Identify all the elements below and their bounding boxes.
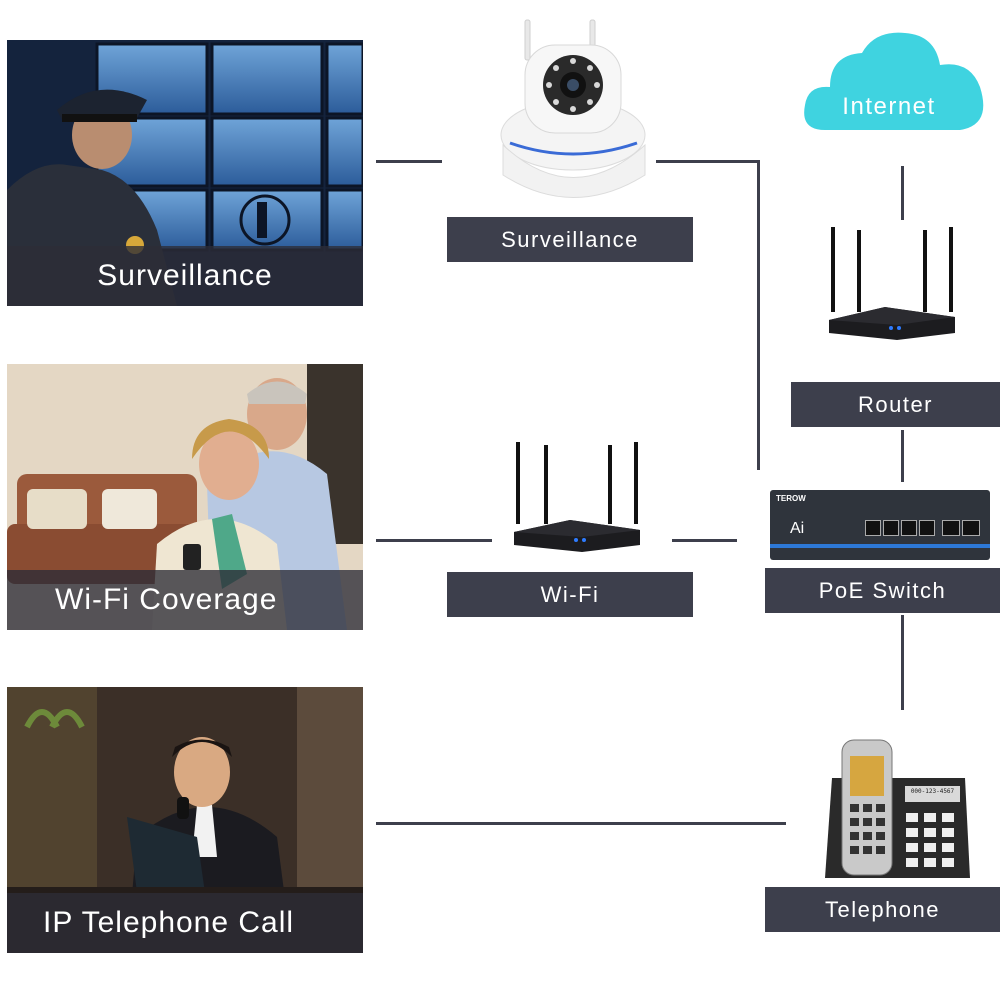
poe-switch: TEROW Ai xyxy=(770,490,990,560)
line-camera-to-switch-v xyxy=(757,160,760,470)
telephone-label: Telephone xyxy=(765,887,1000,932)
camera-label-text: Surveillance xyxy=(501,226,639,252)
line-internet-to-router xyxy=(901,166,904,220)
telephone-photo-caption: IP Telephone Call xyxy=(7,893,363,953)
telephone-photo-caption-text: IP Telephone Call xyxy=(43,906,295,939)
internet-label: Internet xyxy=(842,93,936,120)
switch-blue-stripe xyxy=(770,544,990,548)
router-icon xyxy=(829,227,955,340)
switch-port-1 xyxy=(865,520,881,536)
wifi-router xyxy=(510,440,645,555)
switch-uplink-port-2 xyxy=(962,520,980,536)
wifi-coverage-photo: Wi-Fi Coverage xyxy=(7,364,363,630)
telephone-icon xyxy=(825,739,970,878)
line-wifi-router-to-switch xyxy=(672,539,737,542)
desk-telephone: 000-123-4567 xyxy=(820,738,970,883)
router-label-text: Router xyxy=(857,391,934,417)
wifi-label: Wi-Fi xyxy=(447,572,693,617)
cloud-icon xyxy=(804,32,984,130)
surveillance-photo-caption-text: Surveillance xyxy=(97,259,273,292)
router-label: Router xyxy=(791,382,1000,427)
switch-port-4 xyxy=(919,520,935,536)
line-surveillance-photo-to-camera xyxy=(376,160,442,163)
main-router xyxy=(825,225,960,345)
wifi-photo-caption-text: Wi-Fi Coverage xyxy=(55,583,278,616)
wifi-label-text: Wi-Fi xyxy=(540,581,600,607)
switch-brand: TEROW xyxy=(776,494,806,503)
telephone-photo: IP Telephone Call xyxy=(7,687,363,953)
surveillance-photo: Surveillance xyxy=(7,40,363,306)
poe-switch-label-text: PoE Switch xyxy=(818,577,947,603)
wifi-photo-caption: Wi-Fi Coverage xyxy=(7,570,363,630)
switch-port-2 xyxy=(883,520,899,536)
line-telephone-photo-to-phone xyxy=(376,822,786,825)
line-wifi-photo-to-router xyxy=(376,539,492,542)
line-switch-to-telephone xyxy=(901,615,904,710)
switch-model: Ai xyxy=(790,520,805,537)
telephone-display-text: 000-123-4567 xyxy=(910,788,955,795)
switch-uplink-ports xyxy=(942,520,982,536)
camera-label: Surveillance xyxy=(447,217,693,262)
camera-icon xyxy=(500,19,646,198)
line-camera-to-switch-h xyxy=(656,160,760,163)
surveillance-photo-caption: Surveillance xyxy=(7,246,363,306)
wifi-router-icon xyxy=(514,442,640,552)
telephone-label-text: Telephone xyxy=(824,896,941,922)
surveillance-camera xyxy=(495,15,655,215)
internet-cloud: Internet xyxy=(800,25,990,135)
line-router-to-switch xyxy=(901,430,904,482)
switch-port-3 xyxy=(901,520,917,536)
surveillance-scene-illustration xyxy=(7,40,363,306)
switch-port-panel xyxy=(865,520,935,536)
poe-switch-label: PoE Switch xyxy=(765,568,1000,613)
switch-uplink-port-1 xyxy=(942,520,960,536)
